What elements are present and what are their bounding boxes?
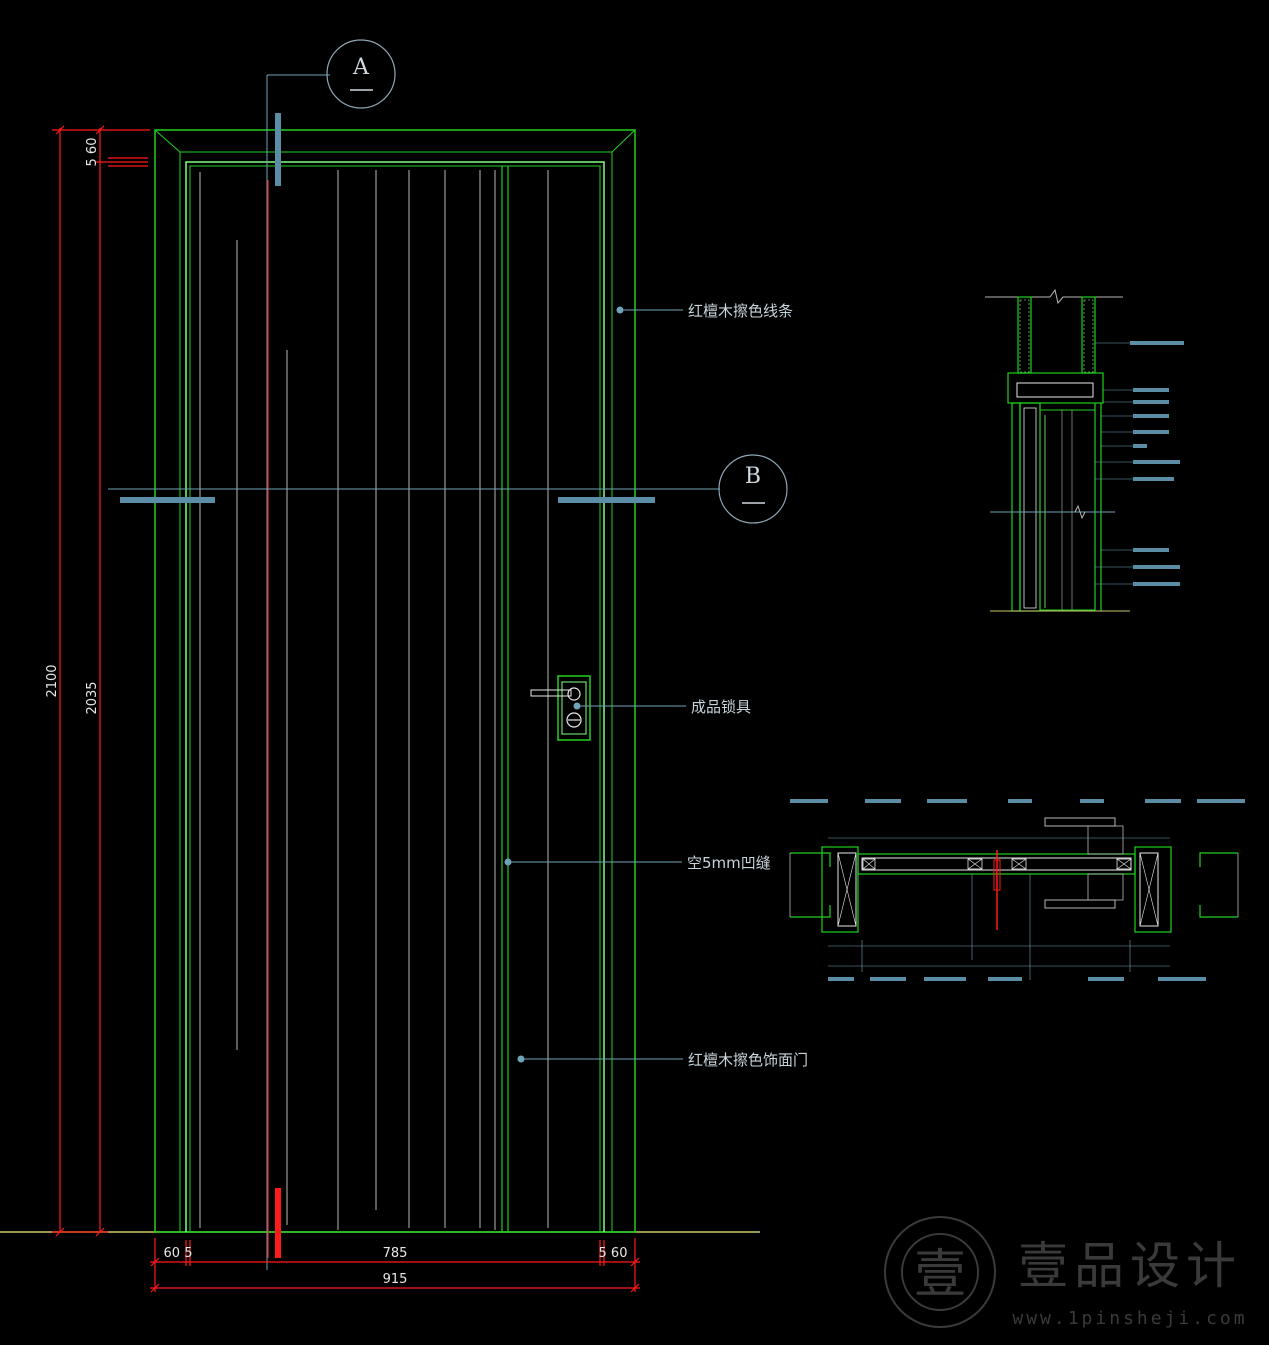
- dimension-leaf-height: 2035: [85, 681, 100, 714]
- watermark-seal: 壹: [884, 1216, 996, 1328]
- section-marker-a-label: A: [352, 55, 370, 80]
- callout-door-leaf: 红檀木擦色饰面门: [688, 1051, 808, 1069]
- watermark-brand: 壹品设计: [1018, 1237, 1242, 1295]
- section-cut-a: [266, 74, 330, 1270]
- section-cut-b: [108, 488, 720, 503]
- dimension-bottom-left: 60 5: [164, 1246, 193, 1261]
- section-a-tag-leaders: [1095, 342, 1133, 585]
- door-frame: [154, 129, 636, 1233]
- callout-leaders: [504, 306, 686, 1063]
- callout-lockset: 成品锁具: [691, 698, 751, 716]
- dimension-overall-height: 2100: [45, 664, 60, 697]
- section-b-tags: [790, 799, 1245, 981]
- callout-groove: 空5mm凹缝: [687, 854, 771, 872]
- dimension-overall-width: 915: [383, 1272, 408, 1287]
- section-marker-b[interactable]: B: [718, 454, 788, 524]
- section-detail-a: [985, 288, 1130, 612]
- dimension-bottom-right: 5 60: [599, 1246, 628, 1261]
- watermark-seal-glyph: 壹: [914, 1245, 966, 1305]
- section-a-tags: [1130, 341, 1184, 586]
- wood-grain-lines: [199, 170, 549, 1230]
- callout-frame-trim: 红檀木擦色线条: [688, 302, 793, 320]
- dimension-top-left: 5 60: [85, 138, 100, 167]
- watermark-url: www.1pinsheji.com: [1012, 1308, 1247, 1329]
- vertical-dimensions: [52, 125, 150, 1237]
- horizontal-dimensions: [150, 1238, 640, 1293]
- section-detail-b: [789, 817, 1239, 980]
- section-marker-b-label: B: [745, 464, 761, 489]
- dimension-bottom-center: 785: [383, 1246, 408, 1261]
- door-leaf-edge: [501, 166, 509, 1232]
- lockset-graphic: [530, 675, 591, 741]
- section-marker-a[interactable]: A: [326, 39, 396, 109]
